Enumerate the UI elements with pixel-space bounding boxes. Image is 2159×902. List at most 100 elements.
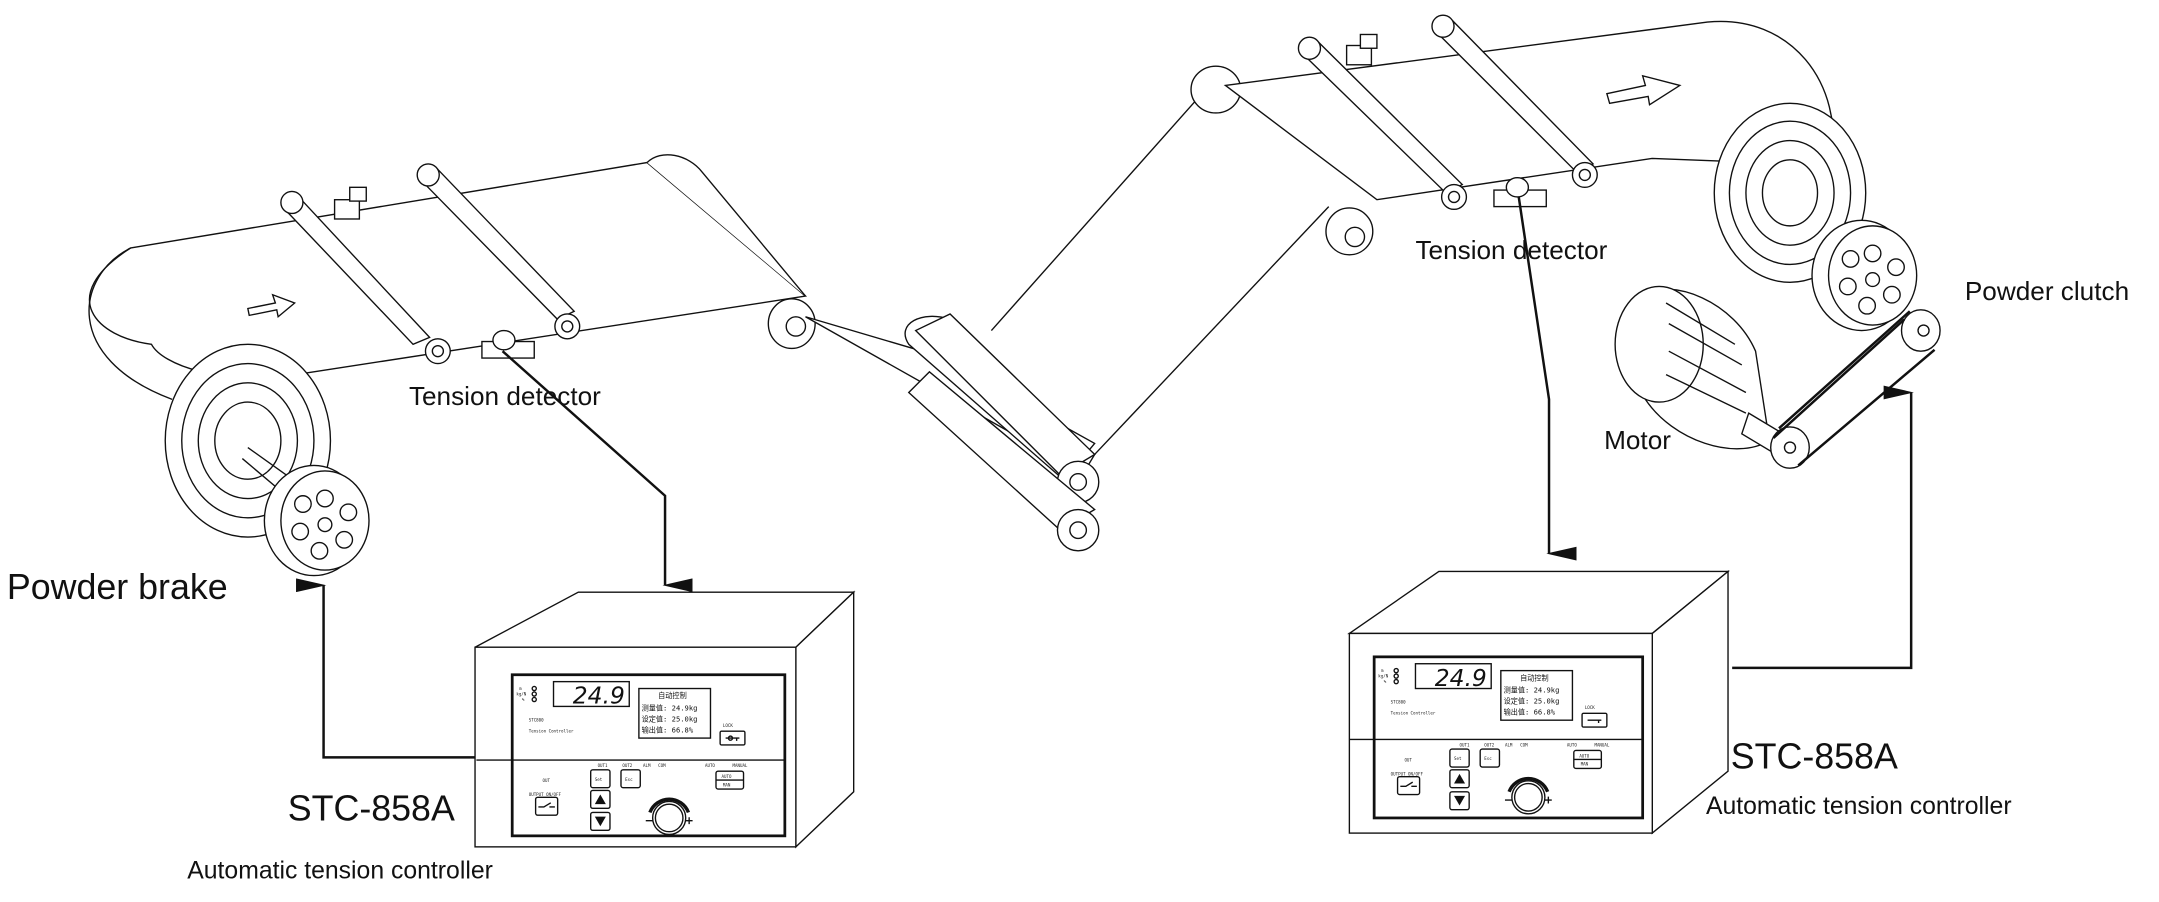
svg-text:Esc: Esc	[625, 777, 633, 782]
controller-left: m kg/N % 24.9 STC800 Tension Controller …	[474, 590, 856, 849]
svg-text:AUTO: AUTO	[1567, 742, 1577, 747]
signal-arrow-clutch	[1732, 385, 1914, 670]
seven-segment-display	[1414, 663, 1492, 690]
svg-text:OUT: OUT	[543, 778, 551, 783]
tension-detector-right-label: Tension detector	[1415, 235, 1607, 265]
guide-roll	[1297, 36, 1468, 211]
svg-text:Esc: Esc	[1484, 756, 1492, 761]
flow-arrow-icon	[1605, 74, 1682, 106]
key-icon	[1587, 719, 1602, 723]
svg-text:测量值: 24.9kg: 测量值: 24.9kg	[1504, 686, 1560, 695]
set-button[interactable]	[1449, 748, 1470, 768]
controller-panel: m kg/N % 24.9 STC800 Tension Controller …	[1349, 655, 1645, 820]
flow-arrow-icon	[247, 293, 297, 319]
svg-text:MANUAL: MANUAL	[733, 763, 748, 768]
svg-text:OUT1: OUT1	[1460, 742, 1470, 747]
svg-text:STC800: STC800	[529, 718, 544, 723]
svg-text:COM: COM	[658, 763, 666, 768]
guide-roll	[416, 163, 581, 340]
svg-text:AUTO: AUTO	[1579, 753, 1589, 758]
tension-detector-left-label: Tension detector	[409, 381, 601, 411]
signal-arrow-right-detector	[1517, 196, 1577, 561]
svg-text:AUTO: AUTO	[705, 763, 715, 768]
svg-text:kg/N: kg/N	[1378, 674, 1388, 679]
svg-text:自动控制: 自动控制	[1520, 673, 1549, 682]
controller-right-model: STC-858A	[1731, 736, 1898, 776]
tension-detector-sensor-right	[1345, 33, 1547, 208]
signal-arrow-left-detector	[501, 350, 693, 593]
adjust-knob[interactable]	[1504, 776, 1552, 815]
display-value: 24.9	[573, 682, 625, 710]
controller-left-caption: Automatic tension controller	[187, 858, 493, 885]
svg-text:Set: Set	[595, 777, 603, 782]
svg-text:STC800: STC800	[1391, 700, 1406, 705]
adjust-knob[interactable]	[645, 797, 693, 836]
right-web-section	[1223, 14, 1941, 469]
svg-text:OUT1: OUT1	[598, 763, 608, 768]
tension-detector-sensor-left	[333, 186, 535, 359]
svg-text:自动控制: 自动控制	[658, 691, 687, 700]
svg-text:AUTO: AUTO	[722, 774, 732, 779]
seven-segment-display	[552, 680, 630, 708]
set-button[interactable]	[590, 769, 611, 789]
signal-arrow-brake	[296, 578, 476, 759]
svg-text:输出值: 66.8%: 输出值: 66.8%	[1504, 708, 1556, 717]
esc-button[interactable]	[620, 769, 641, 789]
display-value: 24.9	[1435, 664, 1487, 692]
svg-text:MAN: MAN	[1581, 762, 1589, 767]
nip-roll	[914, 313, 1100, 504]
svg-text:输出值: 66.8%: 输出值: 66.8%	[642, 726, 694, 735]
svg-text:%: %	[1384, 679, 1387, 684]
svg-text:设定值: 25.0kg: 设定值: 25.0kg	[642, 715, 698, 724]
svg-text:OUT2: OUT2	[1484, 742, 1494, 747]
powder-clutch-label: Powder clutch	[1965, 276, 2129, 306]
svg-text:COM: COM	[1520, 742, 1528, 747]
guide-roll	[1431, 14, 1598, 189]
output-switch-button[interactable]	[1396, 775, 1421, 796]
svg-text:OUTPUT ON/OFF: OUTPUT ON/OFF	[529, 792, 562, 797]
drive-belt	[1772, 310, 1936, 467]
guide-roll	[280, 190, 451, 365]
svg-text:LOCK: LOCK	[1585, 705, 1595, 710]
idler-roll	[646, 154, 816, 350]
motor-label: Motor	[1604, 425, 1671, 455]
svg-text:OUTPUT ON/OFF: OUTPUT ON/OFF	[1391, 771, 1424, 776]
svg-text:m: m	[1381, 668, 1384, 673]
svg-text:kg/N: kg/N	[516, 691, 526, 696]
controller-right: m kg/N % 24.9 STC800 Tension Controller …	[1347, 570, 1730, 835]
controller-panel: m kg/N % 24.9 STC800 Tension Controller …	[476, 673, 787, 838]
controller-left-model: STC-858A	[288, 789, 455, 829]
nip-roll	[907, 370, 1100, 552]
svg-text:MAN: MAN	[723, 782, 731, 787]
down-arrow-icon	[1454, 795, 1466, 806]
lcd-screen	[1500, 669, 1574, 721]
svg-text:OUT: OUT	[1404, 757, 1412, 762]
motor-unit	[1614, 285, 1810, 469]
down-arrow-icon	[594, 816, 606, 827]
left-web-section	[88, 154, 816, 577]
svg-text:设定值: 25.0kg: 设定值: 25.0kg	[1504, 697, 1560, 706]
svg-text:Tension Controller: Tension Controller	[1391, 711, 1436, 716]
svg-text:ALM: ALM	[1505, 742, 1513, 747]
controller-right-caption: Automatic tension controller	[1706, 793, 2012, 820]
svg-text:测量值: 24.9kg: 测量值: 24.9kg	[642, 704, 698, 713]
svg-text:OUT2: OUT2	[622, 763, 632, 768]
svg-text:ALM: ALM	[643, 763, 651, 768]
svg-text:%: %	[522, 697, 525, 702]
svg-text:MANUAL: MANUAL	[1594, 742, 1609, 747]
svg-text:LOCK: LOCK	[723, 723, 733, 728]
powder-brake-unit	[263, 464, 370, 577]
key-icon	[725, 735, 740, 741]
powder-clutch-unit	[1811, 219, 1941, 352]
esc-button[interactable]	[1479, 748, 1501, 768]
svg-text:Set: Set	[1454, 756, 1462, 761]
idler-roll	[1190, 65, 1374, 256]
lcd-screen	[638, 687, 712, 739]
svg-text:m: m	[519, 686, 522, 691]
middle-web-section	[805, 65, 1374, 552]
powder-brake-label: Powder brake	[7, 567, 228, 607]
up-arrow-icon	[1454, 773, 1466, 784]
svg-text:Tension Controller: Tension Controller	[529, 729, 574, 734]
output-switch-button[interactable]	[534, 796, 559, 816]
